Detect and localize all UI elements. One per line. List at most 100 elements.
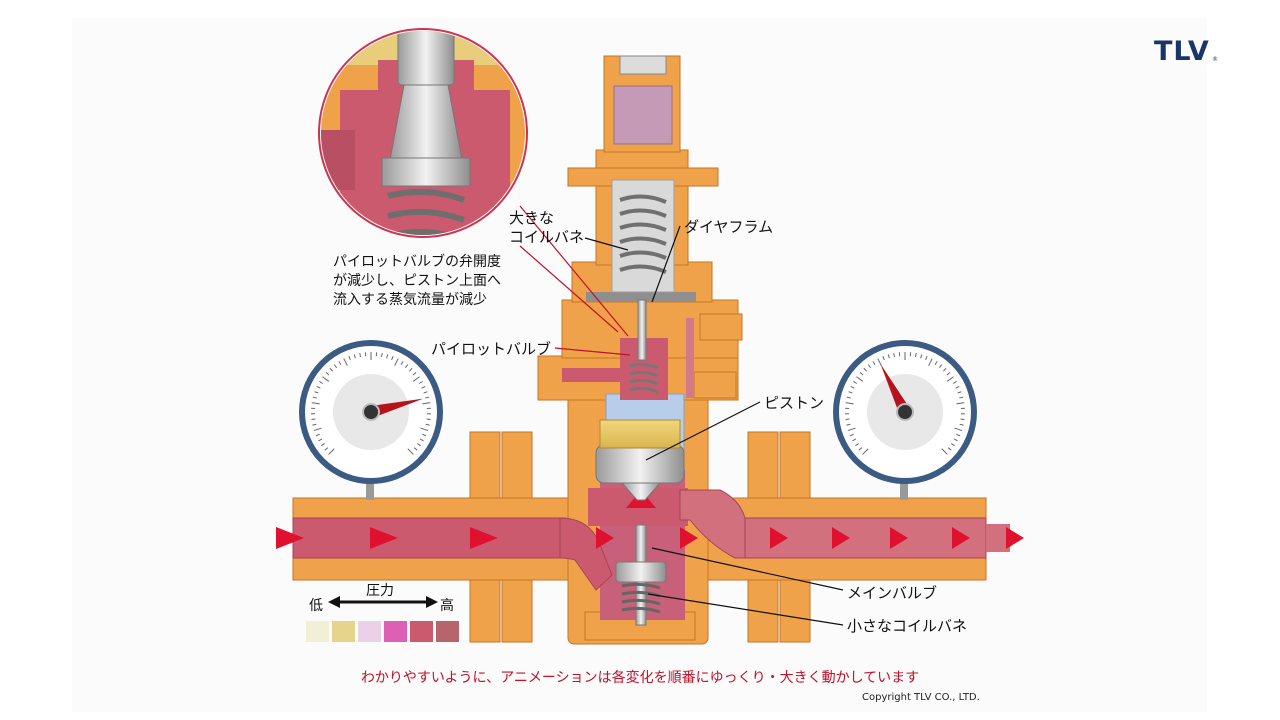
gauge-tick: [422, 433, 427, 437]
gauge-tick: [325, 371, 330, 376]
pressure-swatches: [306, 621, 459, 642]
gauge-tick: [845, 418, 850, 421]
flow-arrow: [680, 527, 698, 549]
zoom-detail: [318, 28, 528, 238]
gauge-tick: [960, 418, 965, 421]
gauge-tick: [848, 391, 853, 394]
gauge-ticks: [311, 352, 431, 455]
gauge-tick: [853, 381, 858, 384]
gauge-ticks: [845, 352, 965, 455]
animation-caption: わかりやすいように、アニメーションは各変化を順番にゆっくり・大きく動かしています: [360, 670, 920, 686]
label-large-spring-2: コイルバネ: [509, 228, 585, 246]
legend-low: 低: [309, 598, 323, 614]
main-valve: [595, 419, 685, 626]
pressure-swatch: [306, 621, 329, 642]
flow-arrow: [890, 527, 908, 549]
flow-arrow: [952, 527, 970, 549]
gauge-tick: [915, 352, 917, 358]
gauge-tick: [862, 448, 869, 455]
note-line-2: が減少し、ピストン上面へ: [333, 273, 501, 289]
leader-lines: [519, 205, 631, 356]
gauge-tick: [951, 443, 955, 447]
legend-high: 高: [440, 598, 454, 614]
outlet-steam: [744, 517, 987, 559]
gauge-tick: [954, 427, 963, 432]
gauge-tick: [863, 367, 868, 372]
gauge-tick: [315, 433, 320, 437]
gauge-tick: [353, 354, 356, 359]
label-diaphragm: ダイヤフラム: [684, 218, 774, 236]
gauge-tick: [419, 438, 424, 442]
gauge-tick: [407, 448, 414, 455]
gauge-tick: [856, 376, 864, 382]
gauge-tick: [319, 381, 324, 384]
gauge-tick: [400, 361, 404, 365]
gauge-tick: [859, 371, 864, 376]
gauge-tick: [846, 396, 851, 399]
gauge-tick: [412, 376, 420, 382]
gauge-tick: [314, 391, 319, 394]
gauge-tick: [418, 381, 423, 384]
gauge-tick: [955, 386, 960, 389]
inlet-bend: [559, 517, 613, 591]
gauge-tick: [408, 367, 413, 372]
gauge-tick: [311, 418, 316, 421]
note-line-3: 流入する蒸気流量が減少: [333, 292, 487, 308]
gauge-tick: [333, 364, 338, 369]
gauge-tick: [312, 396, 317, 399]
pressure-legend-arrow: [328, 596, 438, 608]
gauge-tick: [849, 433, 854, 437]
label-small-spring: 小さなコイルバネ: [847, 617, 968, 635]
gauge-tick: [343, 358, 348, 366]
registered-mark: ®: [1212, 56, 1218, 63]
flow-arrow: [470, 527, 498, 549]
gauge-tick: [423, 391, 428, 394]
gauge-tick: [941, 448, 948, 455]
gauge-tick: [425, 396, 430, 399]
gauge-tick: [313, 427, 322, 432]
flow-arrow: [1006, 527, 1024, 549]
gauge-tick: [938, 364, 943, 369]
inlet-steam: [292, 517, 566, 559]
gauge-tick: [348, 356, 351, 361]
gauge-tick: [417, 443, 421, 447]
gauge-tick: [312, 423, 317, 426]
gauge-tick: [946, 371, 951, 376]
gauge-tick: [925, 356, 928, 361]
gauge-tick: [420, 427, 429, 432]
gauge-tick: [321, 443, 325, 447]
flow-arrow: [596, 527, 614, 549]
gauge-tick: [846, 423, 851, 426]
gauge-tick: [956, 402, 965, 405]
gauge-needle: [369, 398, 424, 418]
gauge-tick: [381, 352, 383, 358]
gauge-tick: [959, 396, 964, 399]
pressure-swatch: [332, 621, 355, 642]
label-large-spring-1: 大きな: [509, 209, 555, 227]
gauge-tick: [953, 438, 958, 442]
flow-arrow: [832, 527, 850, 549]
gauge-tick: [956, 433, 961, 437]
gauge-tick: [425, 423, 430, 426]
gauge-tick: [329, 367, 334, 372]
gauge-tick: [412, 371, 417, 376]
pressure-swatch: [358, 621, 381, 642]
flow-arrow: [370, 527, 398, 549]
pilot-spring: [629, 362, 659, 394]
gauge-tick: [404, 364, 409, 369]
gauge-tick: [957, 391, 962, 394]
flow-arrows: [276, 490, 1024, 549]
pointer-lines: [584, 225, 844, 626]
outlet-pressure-gauge: [833, 340, 977, 500]
inlet-pressure-gauge: [299, 340, 443, 500]
gauge-tick: [394, 358, 399, 366]
gauge-tick: [422, 402, 431, 405]
legend-title: 圧力: [366, 583, 394, 599]
gauge-tick: [920, 354, 923, 359]
pressure-swatch: [384, 621, 407, 642]
gauge-tick: [855, 443, 859, 447]
gauge-tick: [947, 447, 952, 451]
pressure-swatch: [436, 621, 459, 642]
flow-arrow: [770, 527, 788, 549]
